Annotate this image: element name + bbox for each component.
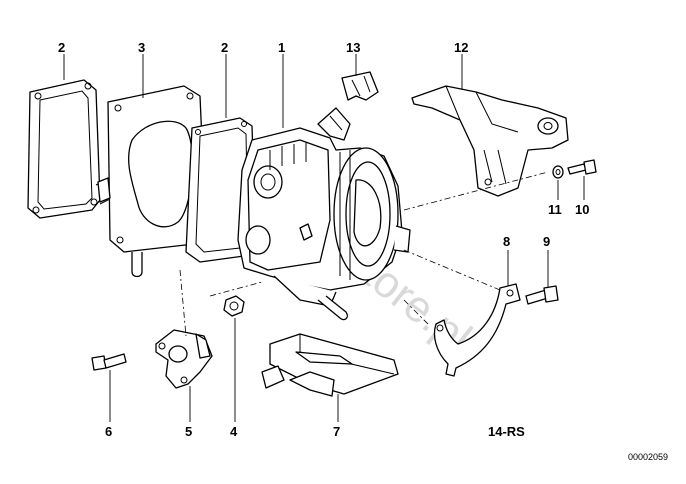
idle-valve	[261, 333, 399, 397]
callout-2-left: 2	[58, 40, 65, 55]
throttle-sensor	[155, 329, 213, 389]
bolt-cover	[525, 285, 559, 305]
screw-sensor	[91, 353, 127, 371]
washer	[552, 165, 564, 179]
callout-7: 7	[333, 424, 340, 439]
callout-8: 8	[503, 234, 510, 249]
bracket	[411, 85, 569, 197]
callout-12: 12	[454, 40, 468, 55]
cover	[433, 283, 521, 377]
callout-5: 5	[185, 424, 192, 439]
callout-13: 13	[346, 40, 360, 55]
callout-4: 4	[230, 424, 238, 439]
leader-lines	[63, 54, 585, 422]
callout-6: 6	[105, 424, 112, 439]
callout-2-right: 2	[221, 40, 228, 55]
callout-3: 3	[138, 40, 145, 55]
assembly-lines	[179, 171, 549, 337]
callout-14-rs: 14-RS	[488, 424, 525, 439]
callout-11: 11	[548, 202, 562, 217]
clip	[341, 71, 379, 101]
screw-right	[567, 159, 597, 175]
callout-9: 9	[543, 234, 550, 249]
nut	[223, 295, 245, 317]
adapter-plate	[97, 85, 207, 278]
callout-1: 1	[278, 40, 285, 55]
image-code: 00002059	[628, 452, 668, 462]
callout-10: 10	[575, 202, 589, 217]
gasket-left	[27, 79, 109, 219]
throttle-housing	[237, 107, 411, 321]
